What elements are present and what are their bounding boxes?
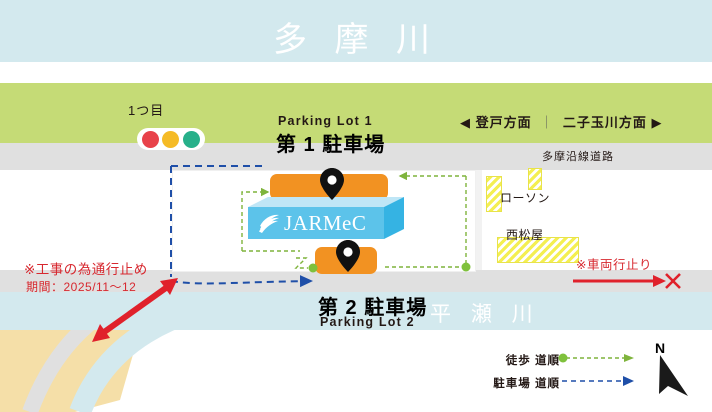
walk-route-node-lower bbox=[308, 263, 318, 273]
legend-park-arrow-head bbox=[623, 376, 634, 386]
direction-left-label: 登戸方面 bbox=[475, 115, 532, 130]
lawson-building-block bbox=[486, 176, 502, 212]
construction-arrow-head-lower bbox=[92, 324, 110, 342]
nishimatsuya-block-main bbox=[497, 237, 579, 263]
jarmec-building-name: JARMeC bbox=[284, 211, 367, 235]
arrow-right-icon: ▶ bbox=[651, 115, 663, 130]
construction-arrow-head-upper bbox=[160, 278, 178, 295]
vehicle-deadend-warning: ※車両行止り bbox=[576, 258, 652, 272]
signal-yellow-bulb bbox=[162, 130, 180, 148]
vehicle-deadend-arrow-head bbox=[653, 275, 666, 287]
walk-route-left-loop bbox=[241, 187, 270, 251]
building-right-face bbox=[384, 197, 404, 239]
parking-lot-1-en-label: Parking Lot 1 bbox=[278, 114, 373, 128]
building-top-face bbox=[248, 197, 404, 207]
parking-lot-2-jp-label: 第 2 駐車場 bbox=[318, 297, 428, 319]
jarmec-logo-swoosh-icon bbox=[259, 214, 279, 233]
signal-red-bulb bbox=[141, 130, 159, 148]
nishimatsuya-store-label: 西松屋 bbox=[506, 228, 544, 242]
walk-route-zigzag bbox=[294, 257, 308, 269]
main-road-band bbox=[0, 143, 712, 170]
traffic-signal-icon bbox=[137, 128, 205, 150]
lawson-store-label: ローソン bbox=[500, 191, 551, 205]
legend-walk-route-label: 徒歩 道順 bbox=[505, 355, 560, 367]
parking-lot-2-en-label: Parking Lot 2 bbox=[320, 315, 415, 329]
construction-warning-period: 期間：2025/11〜12 bbox=[26, 280, 137, 294]
parking-route-lower-segment bbox=[170, 275, 313, 288]
green-embankment-band bbox=[0, 83, 712, 143]
tama-river-band bbox=[0, 0, 712, 62]
construction-warning-title: ※工事の為通行止め bbox=[24, 262, 148, 277]
walk-route-node-right bbox=[461, 262, 471, 272]
map-pin-upper-icon bbox=[320, 168, 344, 200]
hirase-river-label: 平 瀬 川 bbox=[430, 303, 540, 326]
map-pin-lower-icon bbox=[336, 240, 360, 272]
direction-right-label: 二子玉川方面 bbox=[562, 115, 647, 130]
legend-walk-dot bbox=[558, 353, 568, 363]
nishimatsuya-block-upper bbox=[528, 168, 542, 190]
construction-closure-arrow bbox=[98, 282, 172, 338]
main-road-name-label: 多摩沿線道路 bbox=[542, 151, 614, 163]
direction-indicator: ◀ 登戸方面 ｜ 二子玉川方面 ▶ bbox=[460, 112, 663, 131]
legend-walk-arrow-head bbox=[624, 354, 634, 362]
legend-parking-route-label: 駐車場 道順 bbox=[493, 378, 560, 390]
tama-river-label: 多 摩 川 bbox=[273, 21, 439, 59]
compass-north-label: N bbox=[655, 340, 666, 356]
connector-road-right bbox=[476, 170, 482, 270]
compass-north-arrow bbox=[659, 355, 688, 396]
parking-lot-1-jp-label: 第 1 駐車場 bbox=[276, 134, 386, 156]
lower-road-band bbox=[0, 270, 712, 292]
signal-green-bulb bbox=[183, 130, 201, 148]
vehicle-deadend-x-stroke-2 bbox=[665, 273, 681, 289]
first-signal-label: 1つ目 bbox=[128, 103, 165, 118]
direction-separator: ｜ bbox=[540, 115, 555, 130]
arrow-left-icon: ◀ bbox=[460, 115, 471, 130]
